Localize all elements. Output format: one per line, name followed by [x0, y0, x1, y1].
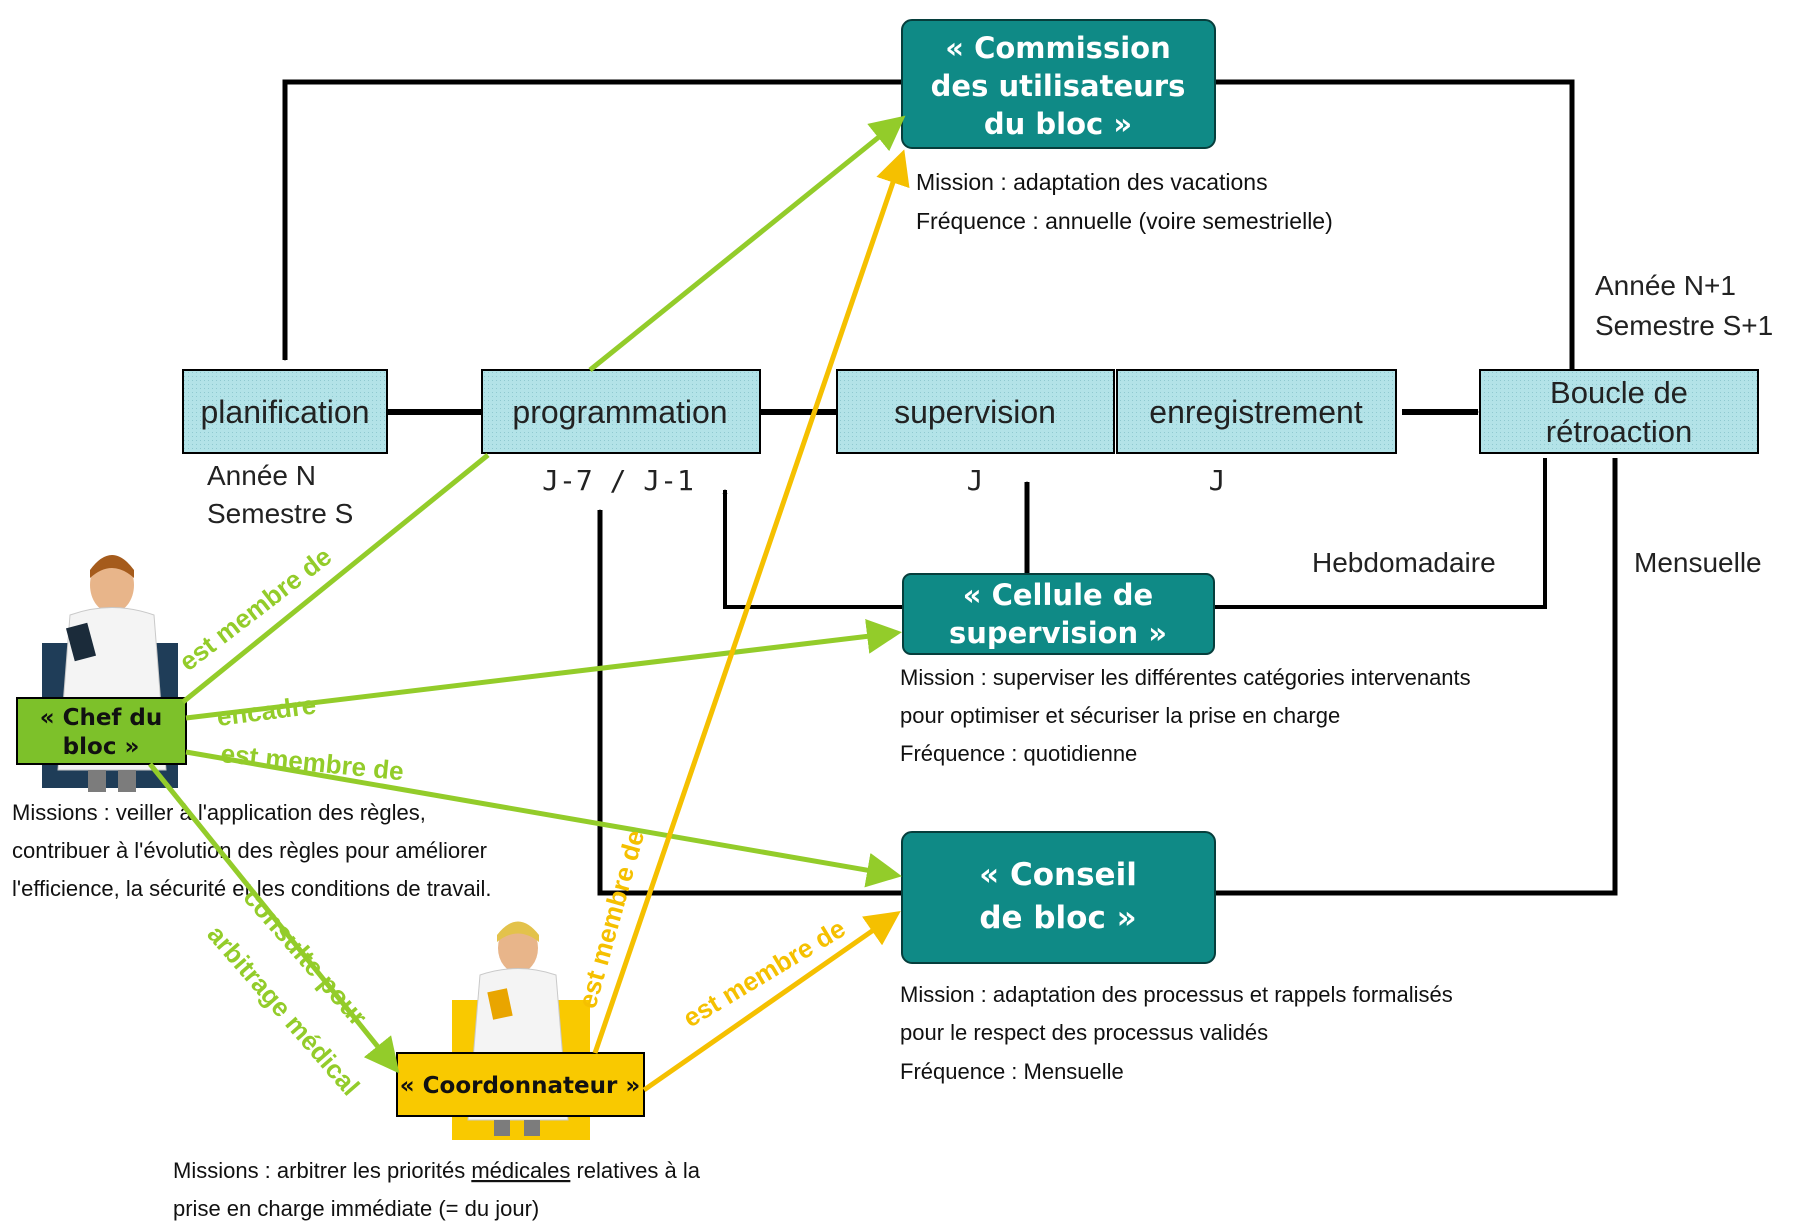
- feedback-loops: [282, 79, 1618, 896]
- svg-text:prise en charge immédiate (= d: prise en charge immédiate (= du jour): [173, 1196, 539, 1221]
- svg-text:Semestre S+1: Semestre S+1: [1595, 310, 1773, 341]
- label-chef-coord-1: consulte pour: [237, 882, 373, 1031]
- svg-text:du bloc »: du bloc »: [984, 107, 1132, 141]
- svg-text:J: J: [1209, 464, 1226, 497]
- chef-label: « Chef du bloc »: [16, 697, 187, 765]
- svg-text:pour optimiser et sécuriser la: pour optimiser et sécuriser la prise en …: [900, 703, 1340, 728]
- svg-text:Semestre S: Semestre S: [207, 498, 353, 529]
- conseil-description: Mission : adaptation des processus et ra…: [900, 982, 1453, 1084]
- svg-text:Fréquence : quotidienne: Fréquence : quotidienne: [900, 741, 1137, 766]
- svg-text:Boucle de: Boucle de: [1550, 375, 1688, 410]
- coordonnateur-missions-line-1: Missions : arbitrer les priorités médica…: [173, 1158, 701, 1183]
- svg-text:« Commission: « Commission: [945, 31, 1170, 65]
- svg-text:« Conseil: « Conseil: [979, 857, 1137, 893]
- svg-text:supervision: supervision: [894, 394, 1056, 430]
- svg-text:de bloc »: de bloc »: [979, 900, 1136, 936]
- svg-text:Mensuelle: Mensuelle: [1634, 547, 1762, 578]
- process-programmation: programmation: [481, 369, 761, 454]
- svg-text:Mission : adaptation des proce: Mission : adaptation des processus et ra…: [900, 982, 1453, 1007]
- process-supervision: supervision: [836, 369, 1115, 454]
- svg-text:Fréquence : Mensuelle: Fréquence : Mensuelle: [900, 1059, 1124, 1084]
- svg-text:bloc »: bloc »: [63, 734, 140, 760]
- svg-text:Hebdomadaire: Hebdomadaire: [1312, 547, 1496, 578]
- green-relations: [148, 115, 906, 1074]
- svg-text:J-7 / J-1: J-7 / J-1: [542, 464, 694, 497]
- svg-text:contribuer à l'évolution des r: contribuer à l'évolution des règles pour…: [12, 838, 487, 863]
- svg-text:rétroaction: rétroaction: [1546, 414, 1692, 449]
- label-chef-cellule: encadre: [215, 690, 318, 732]
- svg-text:Mission : superviser les diffé: Mission : superviser les différentes cat…: [900, 665, 1471, 690]
- commission-box: « Commission des utilisateurs du bloc »: [901, 19, 1216, 149]
- chef-missions: Missions : veiller à l'application des r…: [12, 800, 492, 901]
- svg-text:Fréquence : annuelle (voire se: Fréquence : annuelle (voire semestrielle…: [916, 208, 1333, 234]
- svg-text:supervision »: supervision »: [949, 616, 1167, 650]
- cellule-description: Mission : superviser les différentes cat…: [900, 665, 1471, 766]
- svg-text:enregistrement: enregistrement: [1149, 394, 1363, 430]
- conseil-box: « Conseil de bloc »: [901, 831, 1216, 964]
- yellow-relations: [592, 149, 910, 1093]
- label-chef-conseil: est membre de: [219, 738, 405, 786]
- process-enregistrement: enregistrement: [1116, 369, 1397, 454]
- cellule-box: « Cellule de supervision »: [902, 573, 1215, 655]
- svg-text:Missions : veiller à l'applica: Missions : veiller à l'application des r…: [12, 800, 426, 825]
- svg-text:« Coordonnateur »: « Coordonnateur »: [400, 1073, 640, 1099]
- svg-text:planification: planification: [201, 394, 370, 430]
- coordonnateur-missions: Missions : arbitrer les priorités médica…: [173, 1158, 701, 1221]
- svg-text:Mission : adaptation des vacat: Mission : adaptation des vacations: [916, 169, 1268, 195]
- timing-labels: Année N Semestre S J-7 / J-1 J J Année N…: [207, 270, 1773, 578]
- svg-text:« Chef du: « Chef du: [40, 705, 163, 731]
- svg-text:des utilisateurs: des utilisateurs: [931, 69, 1186, 103]
- svg-text:« Cellule de: « Cellule de: [963, 578, 1153, 612]
- process-planification: planification: [182, 369, 388, 454]
- label-coord-conseil: est membre de: [678, 913, 851, 1033]
- process-boucle: Boucle de rétroaction: [1479, 369, 1759, 454]
- svg-text:J: J: [967, 464, 984, 497]
- coordonnateur-label: « Coordonnateur »: [396, 1052, 645, 1117]
- svg-text:pour le respect des processus: pour le respect des processus validés: [900, 1020, 1268, 1045]
- svg-text:Année N+1: Année N+1: [1595, 270, 1736, 301]
- svg-text:Année N: Année N: [207, 460, 316, 491]
- commission-description: Mission : adaptation des vacations Fréqu…: [916, 169, 1333, 234]
- svg-text:programmation: programmation: [512, 394, 727, 430]
- label-chef-programmation: est membre de: [173, 541, 337, 677]
